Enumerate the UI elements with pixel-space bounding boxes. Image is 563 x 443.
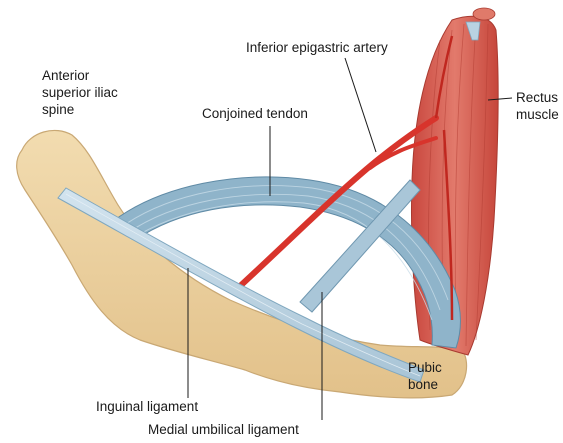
label-inguinal-ligament: Inguinal ligament	[96, 399, 198, 414]
label-asis-line1: Anterior	[42, 68, 90, 83]
label-pubic-line1: Pubic	[408, 360, 442, 375]
label-pubic-line2: bone	[408, 377, 438, 392]
label-rectus-line2: muscle	[516, 107, 559, 122]
label-rectus-line1: Rectus	[516, 90, 558, 105]
leader-epigastric-artery	[345, 58, 376, 152]
label-epigastric-artery: Inferior epigastric artery	[246, 40, 388, 55]
label-asis-line3: spine	[42, 102, 74, 117]
label-medial-umbilical-ligament: Medial umbilical ligament	[148, 422, 299, 437]
hip-bone	[17, 130, 467, 397]
label-conjoined-tendon: Conjoined tendon	[202, 106, 308, 121]
rectus-insertion	[473, 8, 495, 20]
label-asis-line2: superior iliac	[42, 85, 118, 100]
